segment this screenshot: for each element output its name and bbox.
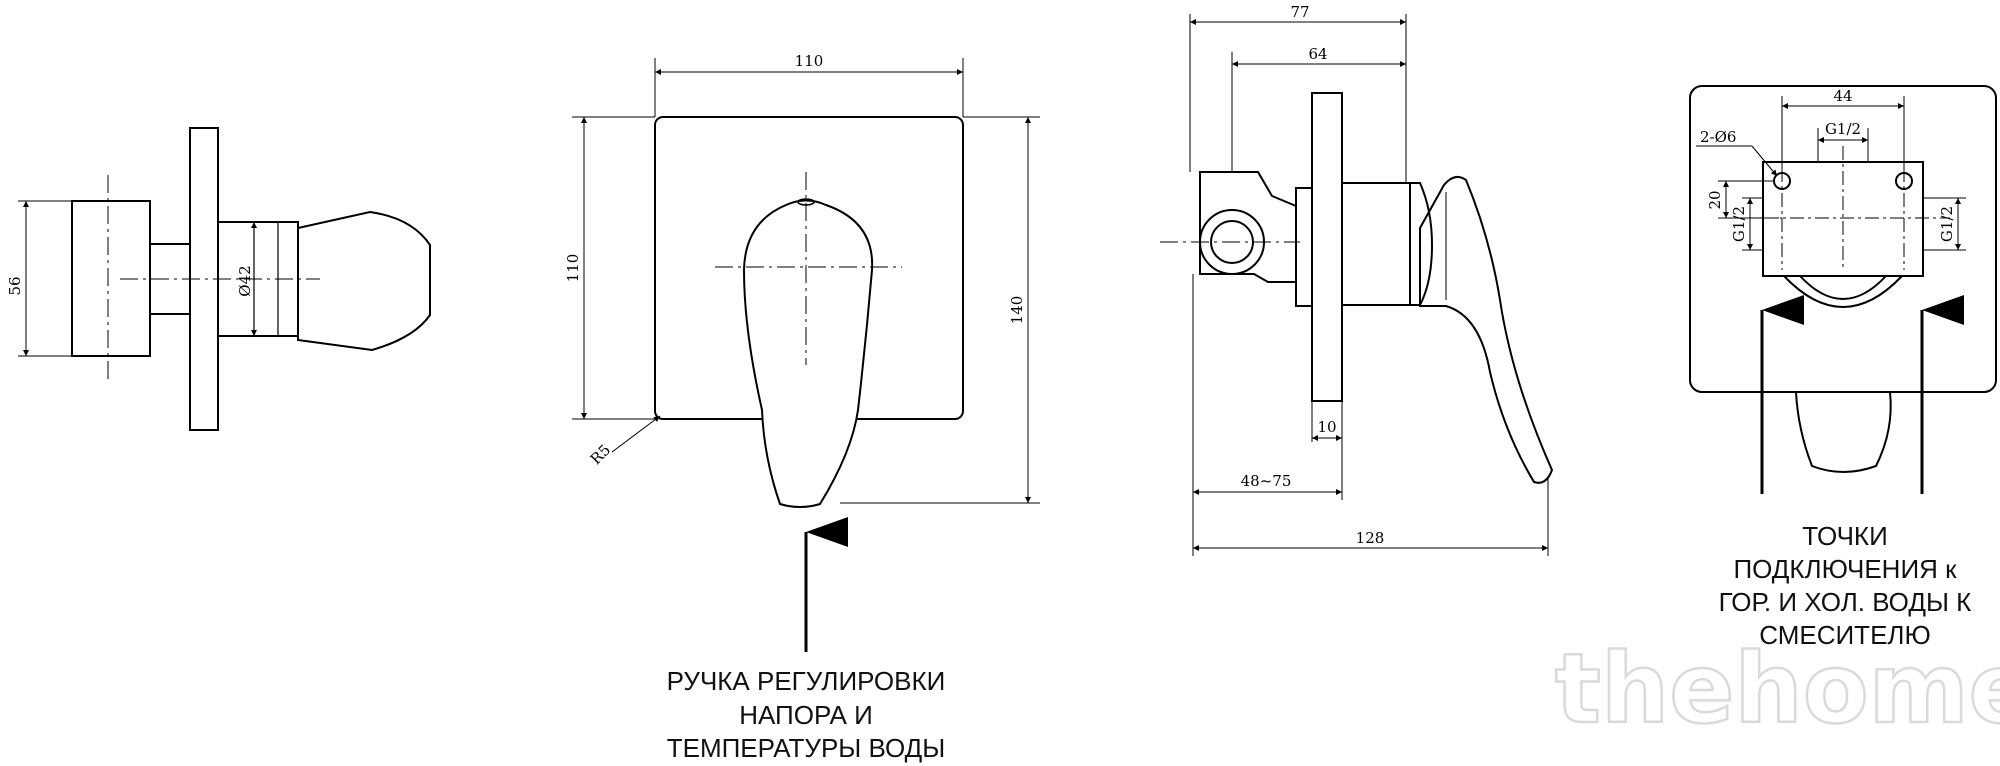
handle-caption-line-1: РУЧКА РЕГУЛИРОВКИ bbox=[667, 666, 946, 696]
watermark-logo: thehome bbox=[1555, 633, 2000, 745]
front-radius-label: R5 bbox=[587, 441, 614, 468]
profile-collar bbox=[1295, 187, 1313, 307]
back-ring bbox=[1783, 275, 1903, 308]
profile-cartridge bbox=[1341, 182, 1411, 306]
profile-length-label: 128 bbox=[1356, 529, 1385, 547]
back-holes-leader bbox=[1751, 145, 1778, 177]
connection-caption-line-2: ПОДКЛЮЧЕНИЯ к bbox=[1733, 554, 1957, 584]
profile-cartridge-cap bbox=[1409, 182, 1434, 306]
front-handle bbox=[742, 199, 874, 508]
front-radius-leader bbox=[611, 415, 661, 453]
side-centerlines bbox=[107, 175, 320, 380]
front-height-label: 110 bbox=[564, 254, 582, 283]
back-ring-inner bbox=[1799, 275, 1887, 300]
back-dims bbox=[1696, 96, 1966, 494]
profile-lever bbox=[1419, 175, 1554, 484]
back-width-label: 44 bbox=[1833, 87, 1852, 105]
profile-width-64-label: 64 bbox=[1308, 45, 1327, 63]
side-body bbox=[71, 200, 151, 357]
front-view bbox=[654, 116, 964, 508]
front-centerlines bbox=[715, 172, 902, 365]
profile-plate bbox=[1311, 92, 1343, 402]
connection-caption-line-1: ТОЧКИ bbox=[1802, 521, 1888, 551]
front-total-height-label: 140 bbox=[1008, 296, 1026, 325]
profile-plate-label: 10 bbox=[1317, 418, 1336, 436]
front-dims bbox=[572, 58, 1040, 652]
back-offset-label: 20 bbox=[1706, 190, 1724, 209]
side-height-label: 56 bbox=[6, 276, 24, 295]
back-thread-left-label: G1/2 bbox=[1730, 206, 1748, 242]
profile-view bbox=[1199, 92, 1554, 484]
connection-caption-line-3: ГОР. И ХОЛ. ВОДЫ К bbox=[1719, 587, 1972, 617]
profile-width-77-label: 77 bbox=[1290, 3, 1309, 21]
back-holes-label: 2-Ø6 bbox=[1700, 128, 1736, 146]
back-view bbox=[1689, 85, 1997, 473]
profile-dims bbox=[1189, 14, 1549, 556]
connection-caption-line-4: СМЕСИТЕЛЮ bbox=[1759, 620, 1931, 650]
back-lever-below bbox=[1794, 391, 1892, 473]
side-diameter-label: Ø42 bbox=[236, 265, 254, 296]
back-block bbox=[1762, 161, 1924, 277]
side-handle bbox=[297, 210, 431, 352]
side-dims bbox=[18, 200, 257, 357]
back-thread-top-label: G1/2 bbox=[1825, 120, 1861, 138]
back-thread-right-label: G1/2 bbox=[1938, 206, 1956, 242]
back-centerlines bbox=[1740, 146, 1950, 270]
front-width-label: 110 bbox=[795, 52, 824, 70]
handle-caption-line-3: ТЕМПЕРАТУРЫ ВОДЫ bbox=[667, 733, 946, 763]
handle-caption-line-2: НАПОРА И bbox=[739, 700, 873, 730]
profile-depth-label: 48~75 bbox=[1241, 472, 1292, 490]
